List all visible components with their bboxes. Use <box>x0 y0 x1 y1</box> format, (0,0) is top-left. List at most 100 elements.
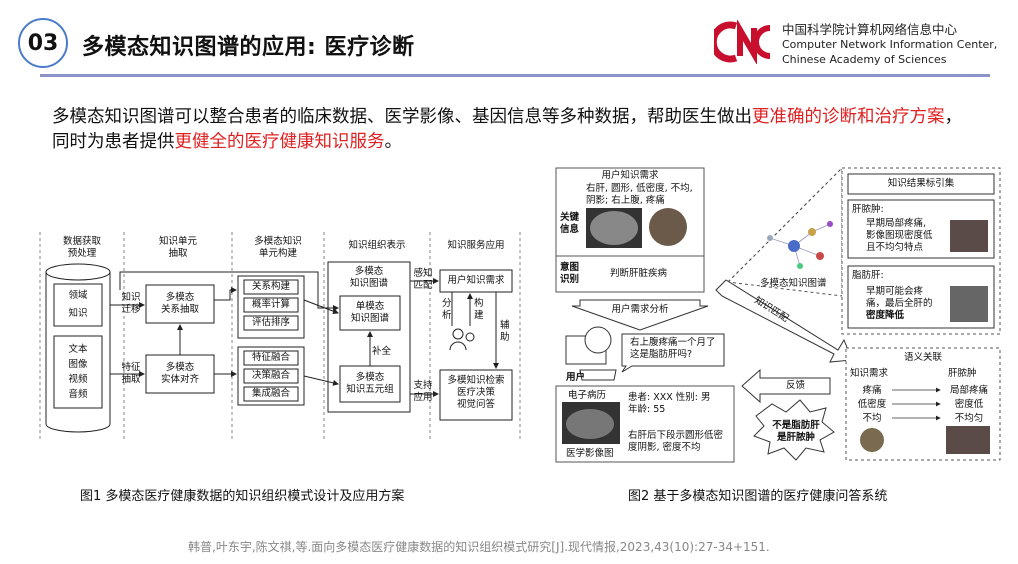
symptoms-1: 右肝, 圆形, 低密度, 不均, <box>586 183 693 195</box>
ehr-desc-2: 度阴影, 密度不均 <box>628 442 723 454</box>
assist-label: 辅 助 <box>500 320 510 344</box>
arrow-label-match: 感知 匹配 <box>410 268 436 292</box>
fig2-user-label: 用户 <box>566 372 585 384</box>
transfer-2: 迁移 <box>114 304 148 316</box>
stage-1-label: 数据获取 预处理 <box>44 236 120 260</box>
patient-2: 年龄: 55 <box>628 404 711 416</box>
user-need-box: 用户知识需求 <box>440 275 512 287</box>
assist-2: 助 <box>500 332 510 344</box>
fatty-1: 早期可能会疼 <box>866 286 933 298</box>
intent-2: 识别 <box>560 274 579 286</box>
fig2-analysis-label: 用户需求分析 <box>590 304 690 316</box>
burst-2: 是肝脓肿 <box>766 432 826 444</box>
build-label: 构 建 <box>474 298 484 322</box>
box-entity-alignment: 多模态 实体对齐 <box>146 362 214 386</box>
stage-2-line1: 知识单元 <box>128 236 228 248</box>
abscess-3: 且不均匀特点 <box>866 242 933 254</box>
citation: 韩普,叶东宇,陈文祺,等.面向多模态医疗健康数据的知识组织模式研究[J].现代情… <box>188 538 770 555</box>
fig2-sem-left-list: 疼痛 低密度 不均 <box>850 384 894 426</box>
sem-left-2: 低密度 <box>850 398 894 412</box>
cylinder-domain-knowledge: 领域 知识 <box>56 290 100 320</box>
services-box: 多模知识检索 医疗决策 视觉问答 <box>440 375 512 411</box>
fig2-feedback-label: 反馈 <box>786 380 805 392</box>
build-1: 构 <box>474 298 484 310</box>
figure2-caption: 图2 基于多模态知识图谱的医疗健康问答系统 <box>628 485 887 504</box>
fig2-ehr-desc: 右肝后下段示圆形低密 度阴影, 密度不均 <box>628 430 723 454</box>
fig2-semantic-title: 语义关联 <box>846 352 1000 364</box>
figure1-caption: 图1 多模态医疗健康数据的知识组织模式设计及应用方案 <box>80 485 404 504</box>
support-2: 应用 <box>410 392 436 404</box>
transfer-1: 知识 <box>114 292 148 304</box>
fig2-abscess-text: 早期局部疼痛, 影像图现密度低 且不均匀特点 <box>866 218 933 254</box>
cyl-bottom-3: 视频 <box>56 372 100 387</box>
symptoms-2: 阴影; 右上腹, 疼痛 <box>586 195 693 207</box>
feature-1: 特征 <box>114 362 148 374</box>
fig2-fatty-label: 脂肪肝: <box>852 270 884 282</box>
abscess-1: 早期局部疼痛, <box>866 218 933 230</box>
service-1: 多模知识检索 <box>440 375 512 387</box>
group1-item-3: 评估排序 <box>244 317 298 329</box>
kg-five-2: 知识五元组 <box>340 384 400 396</box>
key-info-1: 关键 <box>560 212 579 224</box>
kg-single-2: 知识图谱 <box>340 313 400 325</box>
stage-1-line1: 数据获取 <box>44 236 120 248</box>
stage-1-line2: 预处理 <box>44 248 120 260</box>
fig2-intent: 意图 识别 <box>560 262 579 286</box>
group1-item-1: 关系构建 <box>244 281 298 293</box>
sem-left-1: 疼痛 <box>850 384 894 398</box>
build-2: 建 <box>474 310 484 322</box>
kg-title: 多模态 知识图谱 <box>328 266 410 290</box>
kg-single-1: 单模态 <box>340 301 400 313</box>
fig2-symptoms: 右肝, 圆形, 低密度, 不均, 阴影; 右上腹, 疼痛 <box>586 183 693 207</box>
fig2-speech: 右上腹疼痛一个月了 这是脂肪肝吗? <box>630 337 716 361</box>
group2-item-3: 集成融合 <box>244 388 298 400</box>
fig2-burst-text: 不是脂肪肝 是肝脓肿 <box>766 420 826 444</box>
fig2-user-need-title: 用户知识需求 <box>556 170 704 182</box>
rel-2: 关系抽取 <box>146 304 214 316</box>
stage-2-label: 知识单元 抽取 <box>128 236 228 260</box>
match-2: 匹配 <box>410 280 436 292</box>
key-info-2: 信息 <box>560 224 579 236</box>
speech-2: 这是脂肪肝吗? <box>630 349 716 361</box>
cyl-bottom-4: 音频 <box>56 387 100 402</box>
fig2-abscess-label: 肝脓肿: <box>852 204 884 216</box>
fig2-patient-info: 患者: XXX 性别: 男 年龄: 55 <box>628 392 711 416</box>
feature-2: 抽取 <box>114 374 148 386</box>
analyze-label: 分 析 <box>442 298 452 322</box>
ehr-desc-1: 右肝后下段示圆形低密 <box>628 430 723 442</box>
match-1: 感知 <box>410 268 436 280</box>
cyl-top-1: 领域 <box>56 290 100 302</box>
cyl-top-2: 知识 <box>56 308 100 320</box>
intent-1: 意图 <box>560 262 579 274</box>
kg-single-modal: 单模态 知识图谱 <box>340 301 400 325</box>
burst-1: 不是脂肪肝 <box>766 420 826 432</box>
complement-label: 补全 <box>372 346 391 358</box>
group2-item-1: 特征融合 <box>244 352 298 364</box>
assist-1: 辅 <box>500 320 510 332</box>
arrow-label-transfer: 知识 迁移 <box>114 292 148 316</box>
fig2-key-info: 关键 信息 <box>560 212 579 236</box>
arrow-label-support: 支持 应用 <box>410 380 436 404</box>
cylinder-modalities: 文本 图像 视频 音频 <box>56 342 100 402</box>
analyze-2: 析 <box>442 310 452 322</box>
stage-3-label: 多模态知识 单元构建 <box>236 236 320 260</box>
fig2-intent-text: 判断肝脏疾病 <box>610 268 667 280</box>
speech-1: 右上腹疼痛一个月了 <box>630 337 716 349</box>
group2-item-2: 决策融合 <box>244 370 298 382</box>
fig2-image-label: 医学影像图 <box>566 448 614 460</box>
abscess-2: 影像图现密度低 <box>866 230 933 242</box>
cyl-bottom-1: 文本 <box>56 342 100 357</box>
sem-right-2: 密度低 <box>942 398 996 412</box>
abscess-1-text: 早期局部疼痛, <box>866 218 926 229</box>
box-relation-extraction: 多模态 关系抽取 <box>146 292 214 316</box>
kg-five-tuple: 多模态 知识五元组 <box>340 372 400 396</box>
stage-4-label: 知识组织表示 <box>328 240 426 252</box>
arrow-label-feature: 特征 抽取 <box>114 362 148 386</box>
fig2-sem-left-header: 知识需求 <box>850 368 888 380</box>
service-2: 医疗决策 <box>440 387 512 399</box>
stage-5-label: 知识服务应用 <box>434 240 518 252</box>
cyl-bottom-2: 图像 <box>56 357 100 372</box>
fig2-kg-label: 多模态知识图谱 <box>760 278 827 290</box>
fig2-ehr-label: 电子病历 <box>568 390 606 402</box>
support-1: 支持 <box>410 380 436 392</box>
